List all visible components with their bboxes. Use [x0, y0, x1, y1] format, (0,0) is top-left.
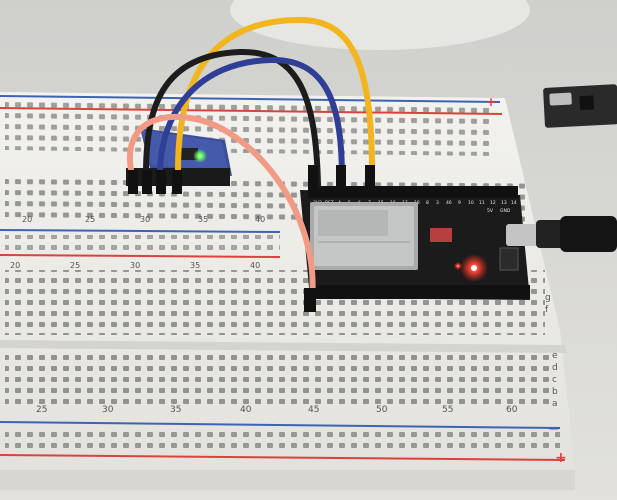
- rail-line-blue-mid: [0, 229, 281, 233]
- column-numbers-mid: 20 25 30 35 40: [10, 261, 260, 270]
- svg-text:46: 46: [446, 200, 452, 206]
- wire-blue: [157, 56, 345, 183]
- svg-text:5V: 5V: [487, 208, 494, 214]
- svg-text:35: 35: [170, 405, 181, 415]
- side-module: [543, 84, 617, 128]
- rail-line-red-bottom: [0, 454, 566, 461]
- svg-text:c: c: [552, 375, 557, 385]
- rail-holes-bottom: [5, 428, 560, 454]
- background-object: [230, 0, 530, 50]
- svg-text:20: 20: [22, 215, 32, 224]
- svg-text:12: 12: [490, 200, 496, 206]
- rail-holes-mid: [5, 235, 280, 255]
- svg-text:+: +: [486, 95, 496, 109]
- esp32-button-boot: [430, 228, 452, 242]
- rail-line-red-mid: [0, 254, 281, 258]
- svg-text:e: e: [552, 351, 558, 361]
- svg-text:25: 25: [85, 215, 95, 224]
- sensor-led: [193, 149, 207, 163]
- esp32-dev-board: 3V3 RST 4 5 6 7 15 16 17 18 8 3 46 9 10 …: [300, 186, 540, 300]
- svg-text:40: 40: [240, 405, 252, 415]
- svg-text:50: 50: [376, 405, 388, 415]
- rail-line-blue-bottom: [0, 421, 561, 429]
- svg-text:a: a: [552, 399, 558, 409]
- svg-text:−: −: [548, 421, 560, 437]
- svg-text:40: 40: [255, 215, 265, 224]
- svg-text:60: 60: [506, 405, 518, 415]
- svg-text:30: 30: [140, 215, 150, 224]
- svg-text:14: 14: [511, 200, 517, 206]
- svg-text:b: b: [552, 387, 558, 397]
- svg-text:+: +: [555, 450, 567, 466]
- usb-c-cable: [536, 216, 617, 252]
- svg-text:8: 8: [426, 200, 429, 206]
- svg-text:40: 40: [250, 261, 260, 270]
- svg-text:30: 30: [130, 261, 140, 270]
- svg-text:d: d: [552, 363, 558, 373]
- svg-text:55: 55: [442, 405, 453, 415]
- svg-text:9: 9: [458, 200, 461, 206]
- column-numbers-lower: 25 30 35 40 45 50 55 60: [36, 405, 518, 415]
- svg-text:11: 11: [479, 200, 485, 206]
- svg-text:35: 35: [198, 215, 208, 224]
- esp32-button-reset: [499, 247, 519, 271]
- svg-text:25: 25: [70, 261, 80, 270]
- column-numbers-upper: 20 25 30 35 40: [22, 215, 265, 224]
- esp32-header-bottom: [315, 285, 530, 299]
- svg-text:GND: GND: [500, 208, 511, 214]
- svg-text:10: 10: [468, 200, 474, 206]
- svg-text:f: f: [545, 305, 549, 315]
- esp32-header-top: [308, 186, 518, 198]
- wire-salmon: [127, 113, 316, 303]
- svg-text:20: 20: [10, 261, 20, 270]
- svg-text:g: g: [545, 293, 551, 303]
- svg-text:45: 45: [308, 405, 319, 415]
- svg-text:35: 35: [190, 261, 200, 270]
- rail-line-blue-top: [0, 95, 501, 103]
- terminal-holes-lower: [5, 350, 555, 405]
- svg-text:25: 25: [36, 405, 47, 415]
- svg-text:3: 3: [436, 200, 439, 206]
- rail-symbols: + − +: [486, 95, 567, 466]
- svg-text:13: 13: [501, 200, 507, 206]
- jumper-wires: [127, 16, 375, 312]
- row-letters-right: g f e d c b a: [545, 293, 558, 409]
- usb-c-port: [506, 224, 540, 246]
- svg-text:30: 30: [102, 405, 114, 415]
